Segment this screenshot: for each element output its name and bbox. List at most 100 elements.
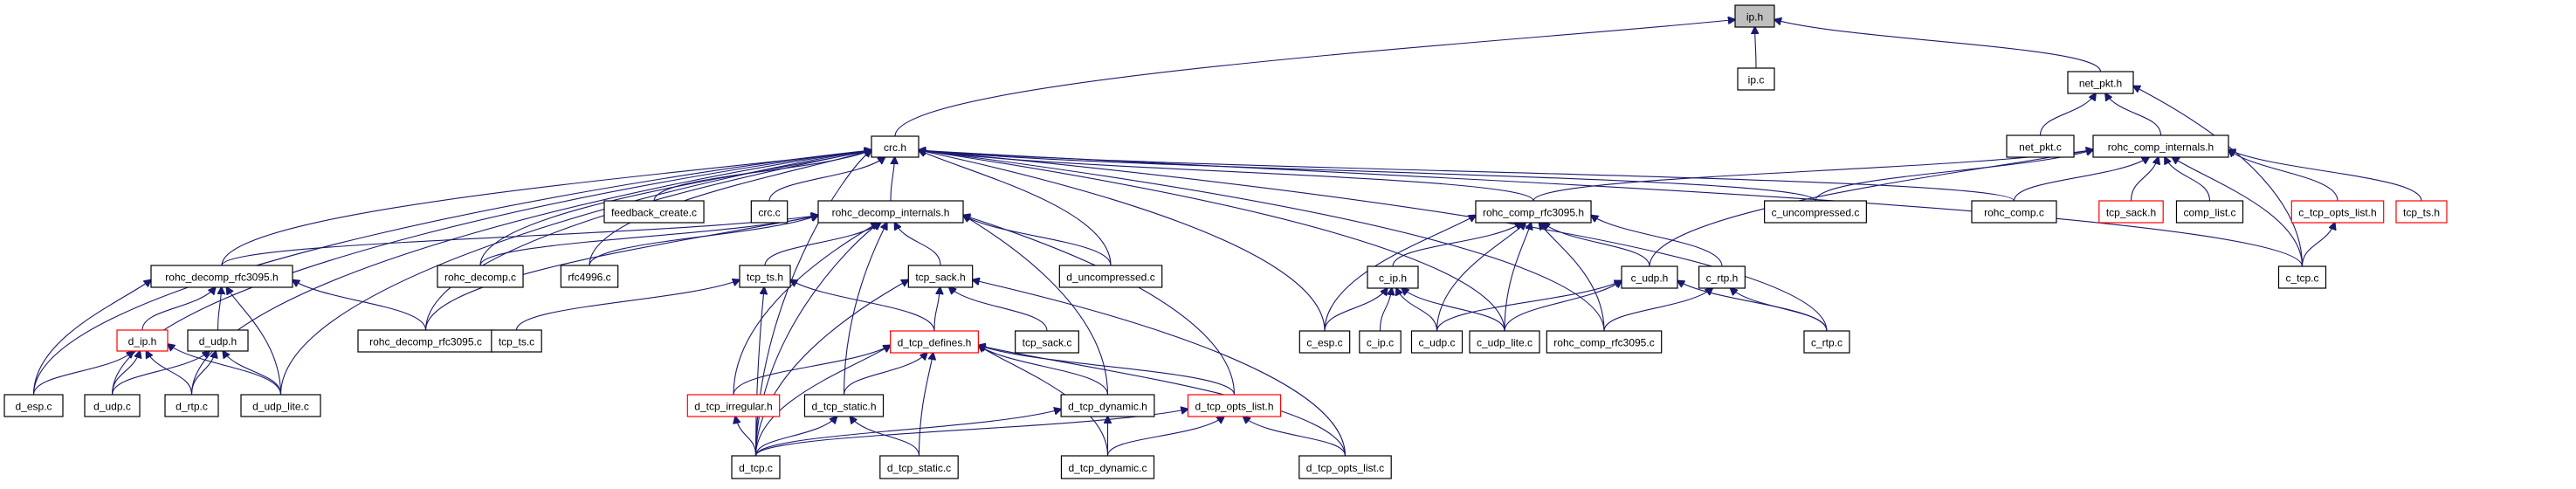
node-rohc-comp-c[interactable]: rohc_comp.c [1971, 200, 2057, 224]
node-box[interactable] [603, 200, 705, 224]
node-tcp-ts-c[interactable]: tcp_ts.c [491, 329, 542, 353]
node-c-udp-c[interactable]: c_udp.c [1410, 330, 1464, 354]
node-rohc-decomp-c[interactable]: rohc_decomp.c [437, 265, 524, 288]
node-box[interactable] [2098, 200, 2164, 224]
node-box[interactable] [686, 394, 781, 417]
node-box[interactable] [150, 265, 293, 288]
node-c-ip-h[interactable]: c_ip.h [1367, 265, 1419, 289]
node-rohc-comp-internals-h[interactable]: rohc_comp_internals.h [2092, 134, 2229, 158]
node-box[interactable] [803, 394, 885, 417]
node-box[interactable] [2067, 71, 2134, 94]
node-tcp-ts-h-c[interactable]: tcp_ts.h [2395, 200, 2448, 224]
node-rohc-comp-rfc3095-c[interactable]: rohc_comp_rfc3095.c [1546, 330, 1663, 354]
node-box[interactable] [437, 265, 524, 288]
node-box[interactable] [1971, 200, 2057, 224]
node-d-tcp-static-h[interactable]: d_tcp_static.h [803, 394, 885, 417]
node-box[interactable] [1621, 265, 1678, 289]
node-c-udp-lite-c[interactable]: c_udp_lite.c [1469, 330, 1540, 354]
node-box[interactable] [3, 394, 64, 417]
node-box[interactable] [1410, 330, 1464, 354]
node-box[interactable] [879, 455, 959, 479]
node-box[interactable] [731, 455, 781, 479]
edge-c_udp_lite_c-to-c_udp_h [1504, 281, 1622, 332]
node-box[interactable] [907, 265, 974, 288]
node-box[interactable] [1469, 330, 1540, 354]
node-d-tcp-irregular-h[interactable]: d_tcp_irregular.h [686, 394, 781, 417]
node-box[interactable] [1367, 265, 1419, 289]
node-d-udp-lite-c[interactable]: d_udp_lite.c [240, 394, 321, 417]
node-box[interactable] [750, 200, 789, 224]
node-box[interactable] [1298, 455, 1392, 479]
node-tcp-ts-h[interactable]: tcp_ts.h [739, 265, 791, 288]
node-box[interactable] [2395, 200, 2448, 224]
node-rohc-decomp-rfc3095-c[interactable]: rohc_decomp_rfc3095.c [357, 329, 494, 353]
node-d-uncompressed-c[interactable]: d_uncompressed.c [1058, 265, 1163, 288]
node-box[interactable] [1546, 330, 1663, 354]
node-box[interactable] [739, 265, 791, 288]
node-ip-h[interactable]: ip.h [1734, 4, 1775, 28]
node-ip-c[interactable]: ip.c [1737, 67, 1775, 91]
node-d-ip-h[interactable]: d_ip.h [116, 329, 169, 352]
node-box[interactable] [1803, 330, 1850, 354]
node-d-tcp-defines-h[interactable]: d_tcp_defines.h [890, 330, 979, 354]
node-box[interactable] [2175, 200, 2244, 224]
node-rohc-decomp-internals-h[interactable]: rohc_decomp_internals.h [817, 200, 964, 224]
node-c-tcp-c[interactable]: c_tcp.c [2277, 265, 2327, 289]
node-d-rtp-c[interactable]: d_rtp.c [164, 394, 219, 417]
node-d-tcp-static-c[interactable]: d_tcp_static.c [879, 455, 959, 479]
node-rfc4996-c[interactable]: rfc4996.c [560, 265, 619, 288]
node-box[interactable] [817, 200, 964, 224]
node-tcp-sack-h-c[interactable]: tcp_sack.h [2098, 200, 2164, 224]
node-d-tcp-opts-list-c[interactable]: d_tcp_opts_list.c [1298, 455, 1392, 479]
node-box[interactable] [1298, 330, 1351, 354]
node-box[interactable] [1737, 67, 1775, 91]
node-box[interactable] [116, 329, 169, 352]
node-box[interactable] [1058, 265, 1163, 288]
node-box[interactable] [1698, 265, 1746, 289]
node-d-udp-h[interactable]: d_udp.h [187, 329, 249, 352]
node-crc-c[interactable]: crc.c [750, 200, 789, 224]
node-rohc-decomp-rfc3095-h[interactable]: rohc_decomp_rfc3095.h [150, 265, 293, 288]
node-box[interactable] [187, 329, 249, 352]
node-d-tcp-c[interactable]: d_tcp.c [731, 455, 781, 479]
node-tcp-sack-h[interactable]: tcp_sack.h [907, 265, 974, 288]
node-net-pkt-c[interactable]: net_pkt.c [2006, 134, 2075, 158]
node-box[interactable] [1734, 4, 1775, 28]
node-box[interactable] [1015, 330, 1079, 354]
node-box[interactable] [871, 135, 920, 158]
node-d-esp-c[interactable]: d_esp.c [3, 394, 64, 417]
node-c-rtp-h[interactable]: c_rtp.h [1698, 265, 1746, 289]
node-c-rtp-c[interactable]: c_rtp.c [1803, 330, 1850, 354]
node-box[interactable] [1060, 394, 1155, 417]
node-rohc-comp-rfc3095-h[interactable]: rohc_comp_rfc3095.h [1475, 200, 1592, 224]
node-c-udp-h[interactable]: c_udp.h [1621, 265, 1678, 289]
node-tcp-sack-c[interactable]: tcp_sack.c [1015, 330, 1079, 354]
node-box[interactable] [2290, 200, 2385, 224]
node-c-uncompressed-c[interactable]: c_uncompressed.c [1764, 200, 1867, 224]
node-box[interactable] [240, 394, 321, 417]
node-box[interactable] [2092, 134, 2229, 158]
node-box[interactable] [1359, 330, 1402, 354]
node-box[interactable] [890, 330, 979, 354]
node-box[interactable] [1764, 200, 1867, 224]
node-box[interactable] [2006, 134, 2075, 158]
node-comp-list-c[interactable]: comp_list.c [2175, 200, 2244, 224]
node-c-tcp-opts-list-h[interactable]: c_tcp_opts_list.h [2290, 200, 2385, 224]
node-box[interactable] [2277, 265, 2327, 289]
node-d-tcp-opts-list-h[interactable]: d_tcp_opts_list.h [1187, 394, 1282, 417]
node-box[interactable] [164, 394, 219, 417]
node-d-tcp-dynamic-h[interactable]: d_tcp_dynamic.h [1060, 394, 1155, 417]
node-box[interactable] [560, 265, 619, 288]
node-net-pkt-h[interactable]: net_pkt.h [2067, 71, 2134, 94]
node-box[interactable] [1060, 455, 1155, 479]
node-feedback-create-c[interactable]: feedback_create.c [603, 200, 705, 224]
node-box[interactable] [1187, 394, 1282, 417]
node-box[interactable] [1475, 200, 1592, 224]
node-box[interactable] [491, 329, 542, 353]
node-d-tcp-dynamic-c[interactable]: d_tcp_dynamic.c [1060, 455, 1155, 479]
node-box[interactable] [84, 394, 141, 417]
node-c-esp-c[interactable]: c_esp.c [1298, 330, 1351, 354]
node-crc-h[interactable]: crc.h [871, 135, 920, 158]
node-c-ip-c[interactable]: c_ip.c [1359, 330, 1402, 354]
node-d-udp-c[interactable]: d_udp.c [84, 394, 141, 417]
